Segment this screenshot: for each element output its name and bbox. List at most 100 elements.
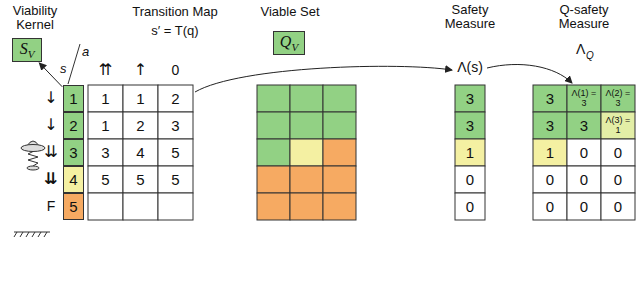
table-cell bbox=[158, 112, 193, 139]
table-cell bbox=[88, 112, 123, 139]
node-text: 5 bbox=[69, 198, 77, 215]
safety-cell bbox=[455, 112, 485, 139]
q-safety-cell bbox=[601, 193, 635, 220]
table-cell bbox=[158, 166, 193, 193]
table-cell-text: Λ(1) = 3 bbox=[567, 85, 601, 112]
node-text: S bbox=[20, 40, 28, 57]
ground bbox=[14, 232, 50, 237]
table-cell-text: 0 bbox=[567, 166, 601, 193]
table-cell bbox=[88, 166, 123, 193]
safety-cell bbox=[455, 193, 485, 220]
viable-cell bbox=[323, 193, 356, 220]
symbol: 2 bbox=[69, 117, 77, 135]
table-cell-text: 5 bbox=[158, 139, 193, 166]
table-cell-text: 0 bbox=[455, 166, 485, 193]
table-cell bbox=[158, 139, 193, 166]
viable-cell bbox=[257, 139, 290, 166]
node-text: 4 bbox=[69, 171, 77, 188]
table-cell-text: 3 bbox=[533, 112, 567, 139]
state-cell: 5 bbox=[63, 193, 84, 220]
table-cell-text: 0 bbox=[601, 139, 635, 166]
viable-cell bbox=[290, 85, 323, 112]
state-cell: 2 bbox=[63, 112, 84, 139]
viable-cell bbox=[323, 112, 356, 139]
formula: s′ = T(q) bbox=[151, 24, 198, 38]
viable-cell bbox=[257, 85, 290, 112]
table-cell-text: 1 bbox=[88, 85, 123, 112]
table-cell-text: 3 bbox=[567, 112, 601, 139]
viable-cell bbox=[290, 193, 323, 220]
symbol: 3 bbox=[69, 144, 77, 162]
symbol: 4 bbox=[69, 171, 77, 189]
column-heading: Viable Set bbox=[260, 5, 319, 19]
table-cell bbox=[123, 166, 158, 193]
viable-cell bbox=[257, 112, 290, 139]
column-heading: Transition Map bbox=[132, 5, 218, 19]
viable-cell bbox=[257, 193, 290, 220]
state-cell: 4 bbox=[63, 166, 84, 193]
table-cell-text: 3 bbox=[533, 85, 567, 112]
q-safety-cell bbox=[567, 112, 601, 139]
q-safety-cell bbox=[567, 139, 601, 166]
state-cell: 3 bbox=[63, 139, 84, 166]
table-cell-text: 3 bbox=[158, 112, 193, 139]
q-safety-cell bbox=[533, 112, 567, 139]
table-cell-text: 3 bbox=[455, 85, 485, 112]
node-subscript: V bbox=[28, 48, 35, 60]
symbol: SV bbox=[20, 40, 35, 60]
viable-set-symbol-box: QV bbox=[273, 31, 305, 55]
table-cell bbox=[158, 193, 193, 220]
table-cell bbox=[88, 193, 123, 220]
action-header: ↑ bbox=[123, 56, 158, 84]
viable-cell bbox=[290, 139, 323, 166]
connector bbox=[39, 63, 62, 87]
table-cell bbox=[158, 85, 193, 112]
table-cell-text: 0 bbox=[533, 166, 567, 193]
table-cell-text: 5 bbox=[88, 166, 123, 193]
table-cell-text: 0 bbox=[567, 193, 601, 220]
table-cell-text: 3 bbox=[455, 112, 485, 139]
velocity-arrow: ⇊ bbox=[40, 166, 62, 193]
table-cell-text: 0 bbox=[455, 193, 485, 220]
q-safety-cell bbox=[533, 139, 567, 166]
table-cell-text: 0 bbox=[601, 193, 635, 220]
viable-cell bbox=[323, 85, 356, 112]
viable-cell bbox=[290, 112, 323, 139]
header-slash bbox=[68, 44, 80, 84]
formula: Λ(s) bbox=[457, 60, 483, 75]
q-safety-cell bbox=[567, 166, 601, 193]
velocity-arrow: ⇊ bbox=[40, 139, 62, 166]
table-cell-text: 1 bbox=[88, 112, 123, 139]
q-safety-cell bbox=[601, 139, 635, 166]
table-cell-text: Λ(3) = 1 bbox=[601, 112, 635, 139]
table-cell-text: 0 bbox=[601, 166, 635, 193]
q-safety-cell bbox=[601, 112, 635, 139]
q-safety-cell bbox=[533, 166, 567, 193]
viable-cell bbox=[323, 139, 356, 166]
node-text: Q bbox=[280, 33, 292, 50]
velocity-arrow: ↓ bbox=[40, 85, 62, 112]
action-header: 0 bbox=[158, 56, 193, 84]
table-cell bbox=[88, 139, 123, 166]
q-safety-cell bbox=[567, 85, 601, 112]
table-cell-text: 1 bbox=[455, 139, 485, 166]
hopper-icon bbox=[21, 141, 45, 170]
formula: Λ bbox=[576, 42, 585, 57]
header-symbol: s bbox=[60, 62, 67, 76]
q-safety-cell bbox=[533, 85, 567, 112]
column-heading: Safety Measure bbox=[434, 3, 506, 32]
symbol: QV bbox=[280, 33, 298, 53]
table-cell bbox=[88, 85, 123, 112]
safety-cell bbox=[455, 166, 485, 193]
kernel-symbol-box: SV bbox=[12, 38, 42, 62]
viable-cell bbox=[257, 166, 290, 193]
q-safety-cell bbox=[601, 85, 635, 112]
table-cell-text: 1 bbox=[533, 139, 567, 166]
table-cell-text: 3 bbox=[88, 139, 123, 166]
table-cell-text: Λ(2) = 3 bbox=[601, 85, 635, 112]
table-cell-text: 5 bbox=[158, 166, 193, 193]
measure-arrow bbox=[487, 64, 572, 83]
node-text: 2 bbox=[69, 117, 77, 134]
